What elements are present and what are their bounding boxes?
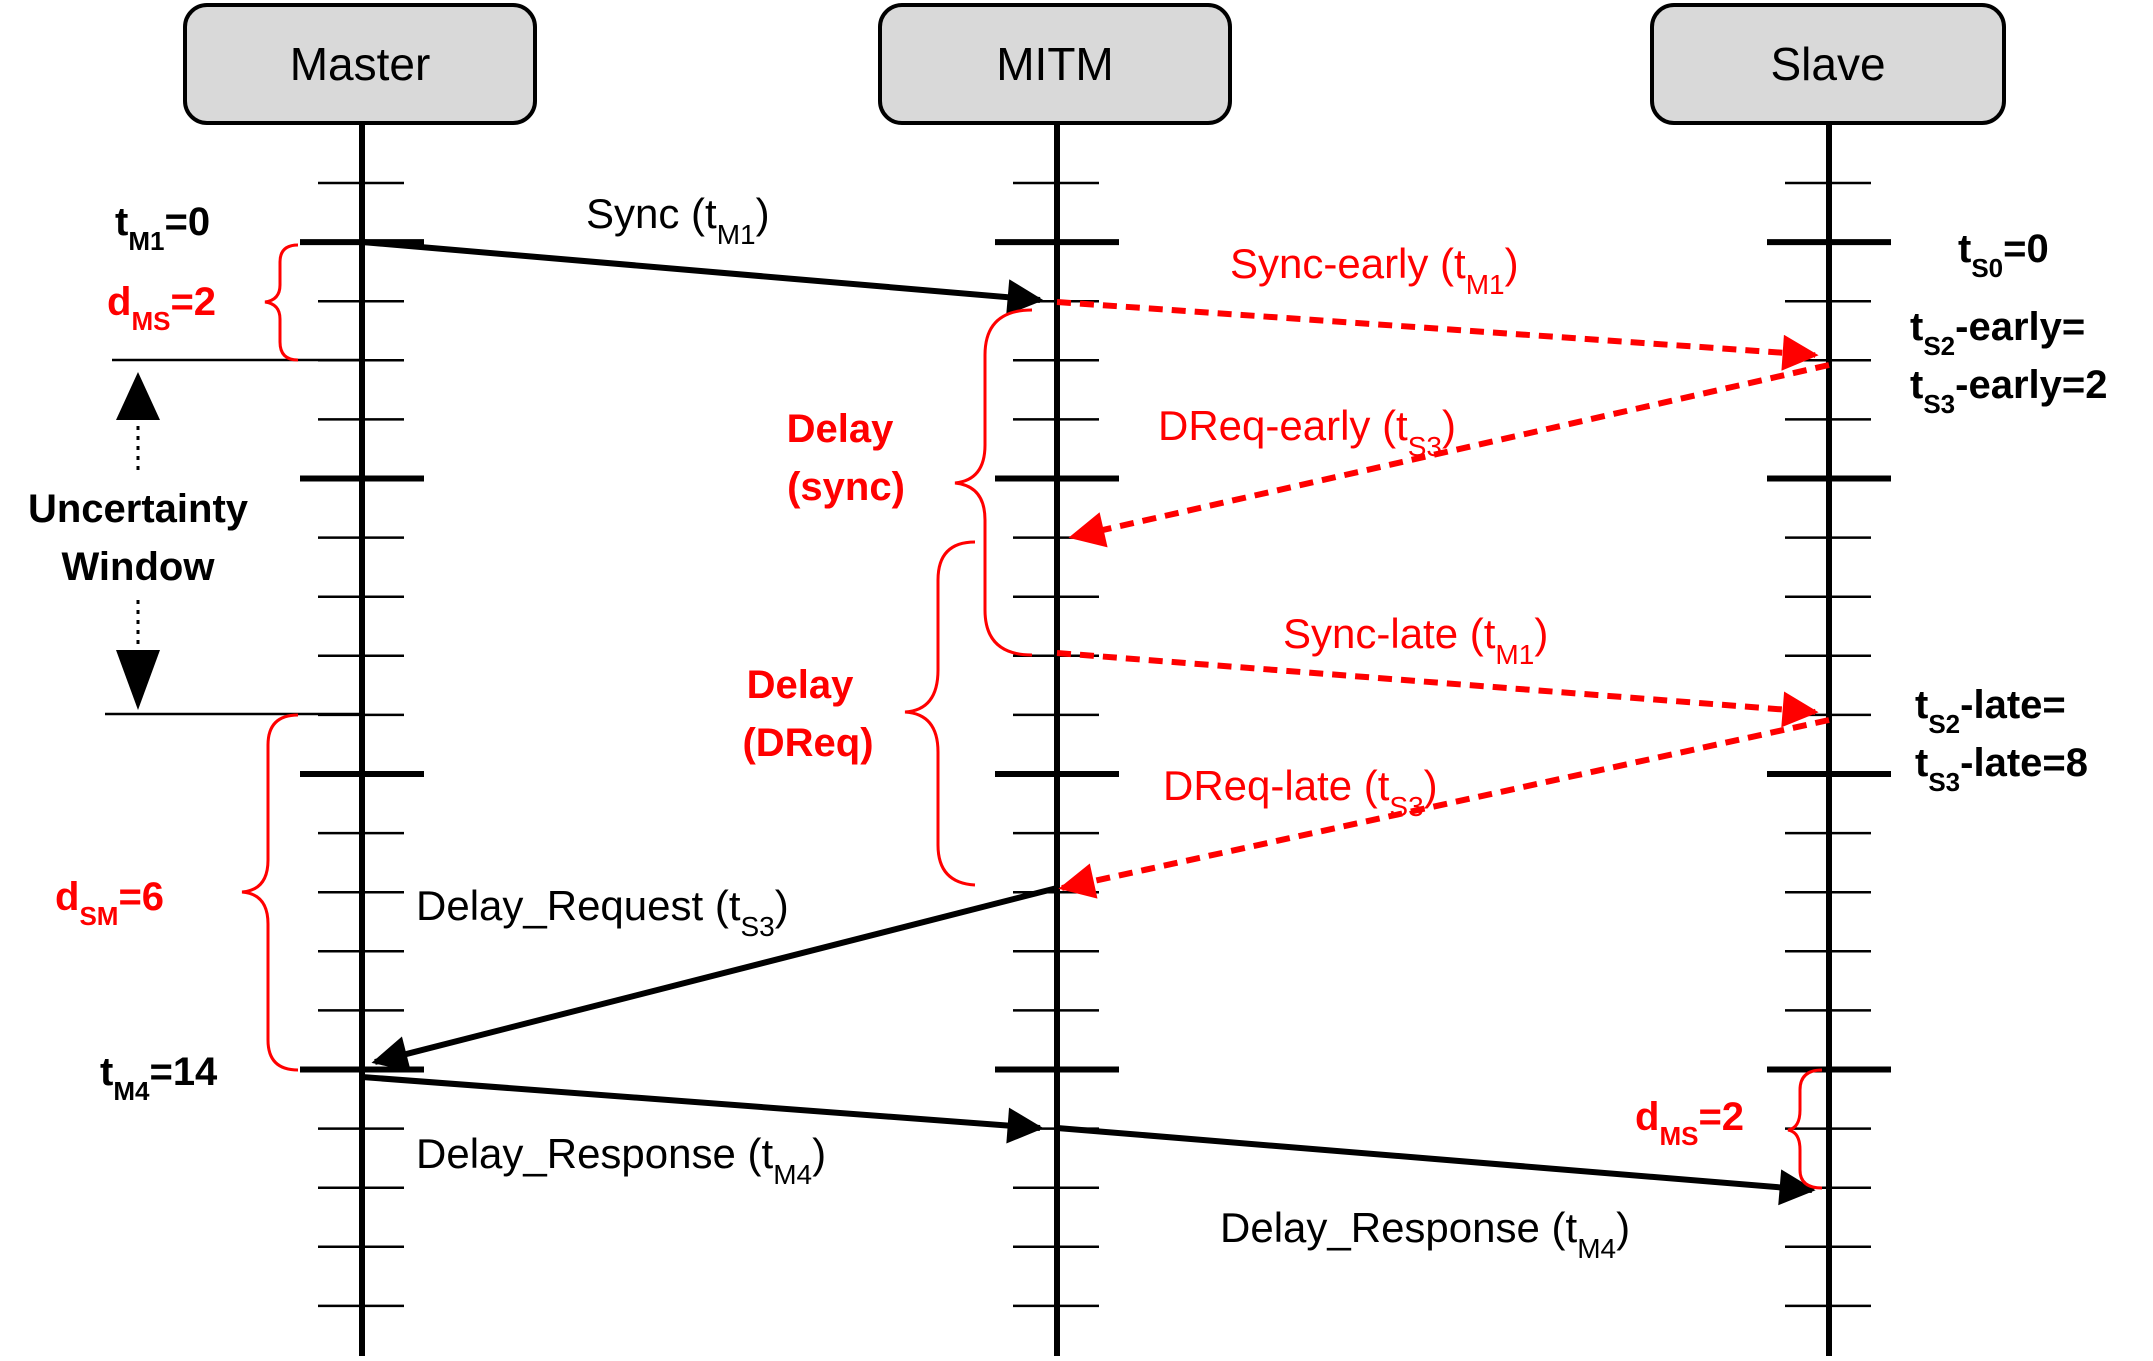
delay-sync-label-line1: Delay: [787, 407, 894, 451]
participant-master: Master: [183, 3, 537, 125]
svg-text:tS2-early=: tS2-early=: [1910, 305, 2085, 361]
svg-text:Delay_Response (tM4): Delay_Response (tM4): [416, 1130, 826, 1190]
sync-label: Sync (tM1): [586, 190, 770, 250]
delay-dreq-brace: [904, 540, 976, 887]
delay-request-arrow: [371, 885, 1058, 1072]
dsm-left-brace: [241, 713, 299, 1072]
dreq-early-arrow: [1068, 362, 1830, 548]
dsm-left-label: dSM=6: [55, 875, 164, 931]
uncertainty-label-line2: Window: [62, 545, 216, 589]
delay-dreq-label-line2: (DReq): [742, 721, 873, 765]
svg-text:dMS=2: dMS=2: [107, 280, 216, 336]
ts0-label: tS0=0: [1958, 227, 2049, 283]
sync-late-label: Sync-late (tM1): [1283, 610, 1548, 670]
dreq-late-label: DReq-late (tS3): [1163, 762, 1438, 822]
participant-mitm: MITM: [878, 3, 1232, 125]
svg-text:DReq-early (tS3): DReq-early (tS3): [1158, 402, 1456, 462]
svg-text:tS3-late=8: tS3-late=8: [1915, 741, 2088, 797]
dms-left-brace: [264, 243, 299, 362]
svg-text:tS3-early=2: tS3-early=2: [1910, 363, 2107, 419]
svg-text:dSM=6: dSM=6: [55, 875, 164, 931]
uncertainty-down-arrow-head: [116, 650, 160, 710]
svg-text:dMS=2: dMS=2: [1635, 1095, 1744, 1151]
delay-dreq-label-line1: Delay: [747, 663, 854, 707]
delay-response-label-1: Delay_Response (tM4): [416, 1130, 826, 1190]
ts-late-label: tS2-late= tS3-late=8: [1915, 683, 2088, 797]
tm4-label: tM4=14: [100, 1050, 218, 1106]
dms-left-label: dMS=2: [107, 280, 216, 336]
dms-right-label: dMS=2: [1635, 1095, 1744, 1151]
svg-text:Delay_Response (tM4): Delay_Response (tM4): [1220, 1204, 1630, 1264]
uncertainty-label-line1: Uncertainty: [28, 487, 249, 531]
svg-text:tM4=14: tM4=14: [100, 1050, 218, 1106]
sync-early-arrow: [1056, 299, 1819, 371]
svg-text:DReq-late (tS3): DReq-late (tS3): [1163, 762, 1438, 822]
svg-text:Sync-late (tM1): Sync-late (tM1): [1283, 610, 1548, 670]
sync-late-arrow: [1056, 650, 1819, 728]
tm1-label: tM1=0: [115, 200, 210, 256]
delay-request-label: Delay_Request (tS3): [416, 882, 789, 942]
participant-master-label: Master: [290, 38, 431, 90]
delay-response-label-2: Delay_Response (tM4): [1220, 1204, 1630, 1264]
sync-early-label: Sync-early (tM1): [1230, 240, 1519, 300]
participant-mitm-label: MITM: [996, 38, 1114, 90]
delay-response-arrow-1: [361, 1074, 1044, 1144]
svg-text:Delay_Request (tS3): Delay_Request (tS3): [416, 882, 789, 942]
delay-sync-brace: [954, 308, 1033, 657]
dms-right-brace: [1787, 1068, 1823, 1190]
participant-slave: Slave: [1650, 3, 2006, 125]
svg-text:Sync (tM1): Sync (tM1): [586, 190, 770, 250]
delay-response-arrow-2: [1056, 1125, 1816, 1206]
svg-text:tS2-late=: tS2-late=: [1915, 683, 2066, 739]
uncertainty-up-arrow-head: [116, 372, 160, 420]
svg-text:Sync-early (tM1): Sync-early (tM1): [1230, 240, 1519, 300]
participant-slave-label: Slave: [1770, 38, 1885, 90]
sync-arrow: [361, 239, 1044, 316]
svg-text:tS0=0: tS0=0: [1958, 227, 2049, 283]
dreq-late-arrow: [1058, 717, 1830, 899]
dreq-early-label: DReq-early (tS3): [1158, 402, 1456, 462]
ts-early-label: tS2-early= tS3-early=2: [1910, 305, 2107, 419]
delay-sync-label-line2: (sync): [787, 465, 905, 509]
svg-text:tM1=0: tM1=0: [115, 200, 210, 256]
